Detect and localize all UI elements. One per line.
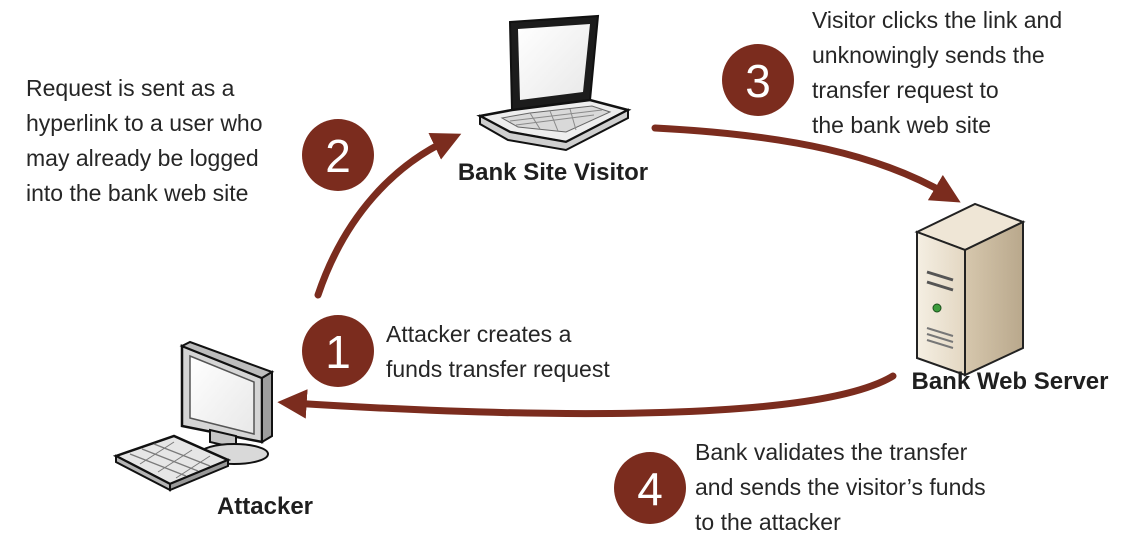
step-4-line-2: and sends the visitor’s funds: [695, 474, 986, 500]
step-4-line-1: Bank validates the transfer: [695, 439, 968, 465]
step-3-line-2: unknowingly sends the: [812, 42, 1045, 68]
step-3-description: Visitor clicks the link and unknowingly …: [812, 7, 1062, 138]
step-2-number: 2: [325, 130, 351, 182]
step-4-line-3: to the attacker: [695, 509, 841, 535]
step-4-number: 4: [637, 463, 663, 515]
step-3-line-3: transfer request to: [812, 77, 999, 103]
step-2-line-4: into the bank web site: [26, 180, 248, 206]
step-3-number: 3: [745, 55, 771, 107]
laptop-icon: [476, 14, 632, 152]
step-3-line-1: Visitor clicks the link and: [812, 7, 1062, 33]
step-1-number: 1: [325, 326, 351, 378]
step-3-badge: [722, 44, 794, 116]
step-1-description: Attacker creates a funds transfer reques…: [386, 321, 610, 382]
arrow-attacker-to-visitor: [314, 132, 462, 299]
step-2-badge: [302, 119, 374, 191]
attacker-label: Attacker: [217, 493, 313, 520]
step-3-line-4: the bank web site: [812, 112, 991, 138]
step-2-description: Request is sent as a hyperlink to a user…: [26, 75, 263, 206]
step-1-badge: [302, 315, 374, 387]
arrow-server-to-attacker: [277, 372, 897, 419]
server-tower-icon: [914, 202, 1026, 377]
step-4-badge: [614, 452, 686, 524]
step-1-line-1: Attacker creates a: [386, 321, 572, 347]
visitor-label: Bank Site Visitor: [458, 159, 648, 186]
server-label: Bank Web Server: [912, 368, 1109, 395]
step-2-line-3: may already be logged: [26, 145, 259, 171]
step-2-line-1: Request is sent as a: [26, 75, 235, 101]
desktop-computer-icon: [112, 340, 275, 492]
arrow-visitor-to-server: [651, 124, 961, 203]
step-1-line-2: funds transfer request: [386, 356, 610, 382]
step-2-line-2: hyperlink to a user who: [26, 110, 263, 136]
step-4-description: Bank validates the transfer and sends th…: [695, 439, 986, 535]
